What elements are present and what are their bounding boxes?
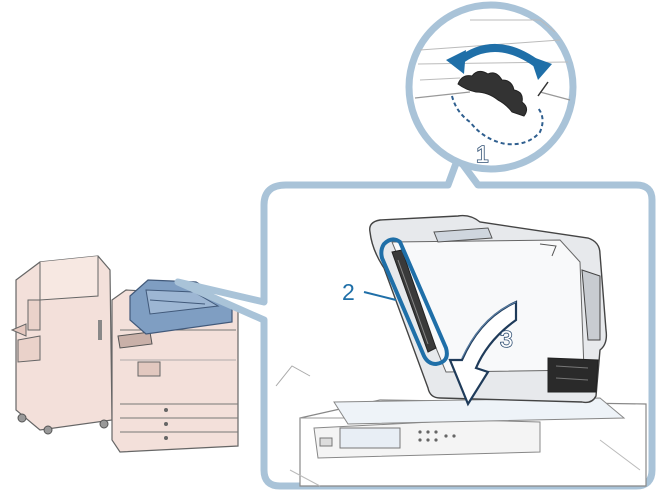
callout-label-3: 3 [500,326,513,352]
callout-label-1: 1 [476,141,489,167]
callout-label-2: 2 [342,279,355,305]
magnifier-detail [409,5,573,169]
